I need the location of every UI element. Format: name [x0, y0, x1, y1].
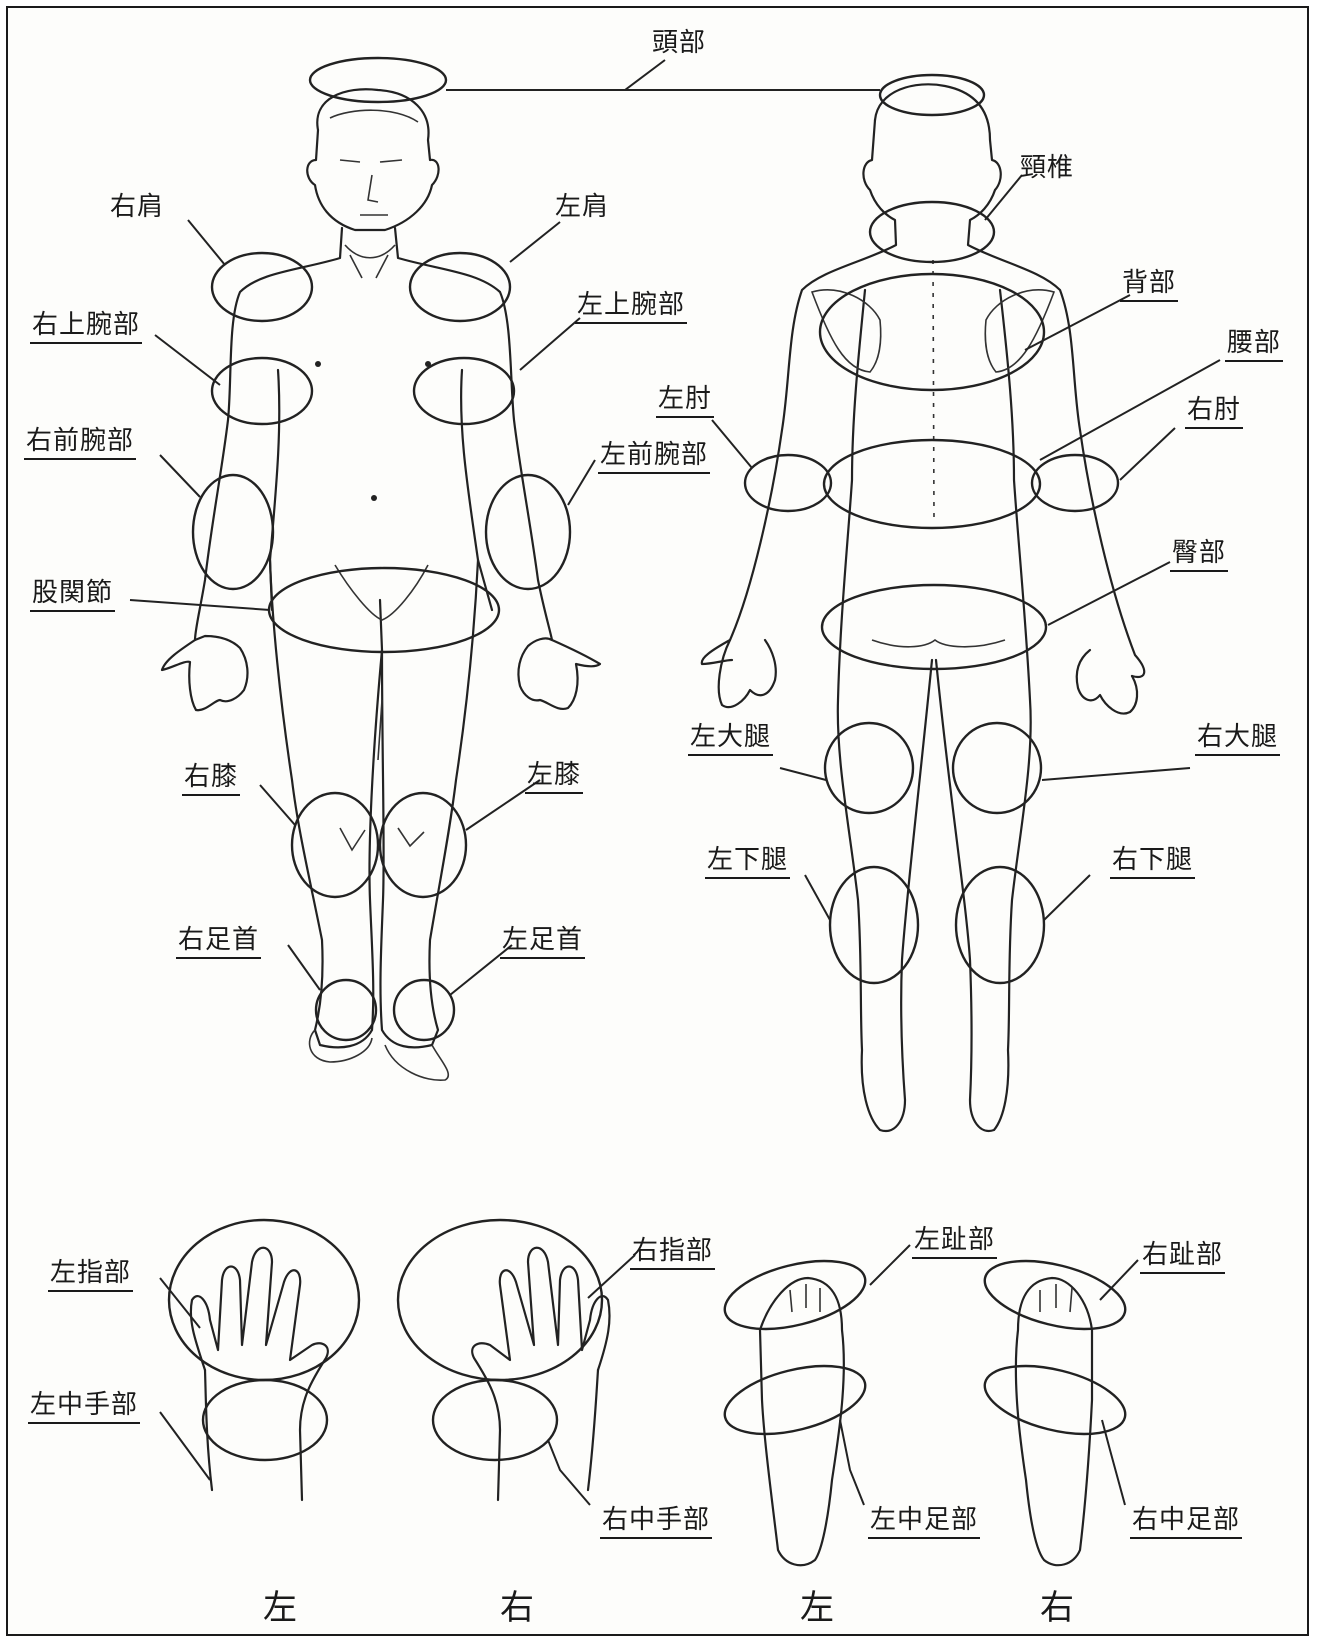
label-back: 背部: [1120, 268, 1178, 302]
label-right-ankle: 右足首: [176, 925, 261, 959]
label-left-forearm: 左前腕部: [598, 440, 710, 474]
label-right-thigh: 右大腿: [1195, 722, 1280, 756]
label-hip-joint: 股関節: [30, 578, 115, 612]
label-head: 頭部: [652, 28, 706, 58]
label-left-knee: 左膝: [525, 760, 583, 794]
label-left-ankle: 左足首: [500, 925, 585, 959]
label-cervical: 頸椎: [1020, 153, 1074, 183]
label-right-toes: 右趾部: [1140, 1240, 1225, 1274]
label-left-toes: 左趾部: [912, 1225, 997, 1259]
label-right-knee: 右膝: [182, 762, 240, 796]
left-foot-detail: [718, 1248, 872, 1565]
left-hand-detail: [169, 1220, 359, 1500]
label-right-elbow: 右肘: [1185, 395, 1243, 429]
caption-foot-right: 右: [1040, 1580, 1074, 1629]
label-left-metatarsal: 左中足部: [868, 1505, 980, 1539]
label-right-metacarpal: 右中手部: [600, 1505, 712, 1539]
label-left-upper-arm: 左上腕部: [575, 290, 687, 324]
front-region-rings: [193, 58, 570, 1040]
label-right-fingers: 右指部: [630, 1236, 715, 1270]
right-foot-detail: [978, 1248, 1132, 1565]
label-right-lower-leg: 右下腿: [1110, 845, 1195, 879]
label-left-lower-leg: 左下腿: [705, 845, 790, 879]
label-lower-back: 腰部: [1225, 328, 1283, 362]
label-left-metacarpal: 左中手部: [28, 1390, 140, 1424]
label-right-forearm: 右前腕部: [24, 426, 136, 460]
label-left-elbow: 左肘: [656, 384, 714, 418]
back-region-rings: [745, 75, 1118, 983]
label-left-shoulder: 左肩: [555, 192, 609, 222]
label-buttocks: 臀部: [1170, 538, 1228, 572]
back-body-figure: [702, 84, 1144, 1131]
label-left-fingers: 左指部: [48, 1258, 133, 1292]
label-right-metatarsal: 右中足部: [1130, 1505, 1242, 1539]
label-right-upper-arm: 右上腕部: [30, 310, 142, 344]
caption-foot-left: 左: [800, 1580, 834, 1629]
label-left-thigh: 左大腿: [688, 722, 773, 756]
label-right-shoulder: 右肩: [110, 192, 164, 222]
caption-hand-left: 左: [263, 1580, 297, 1629]
caption-hand-right: 右: [500, 1580, 534, 1629]
right-hand-detail: [398, 1220, 610, 1500]
